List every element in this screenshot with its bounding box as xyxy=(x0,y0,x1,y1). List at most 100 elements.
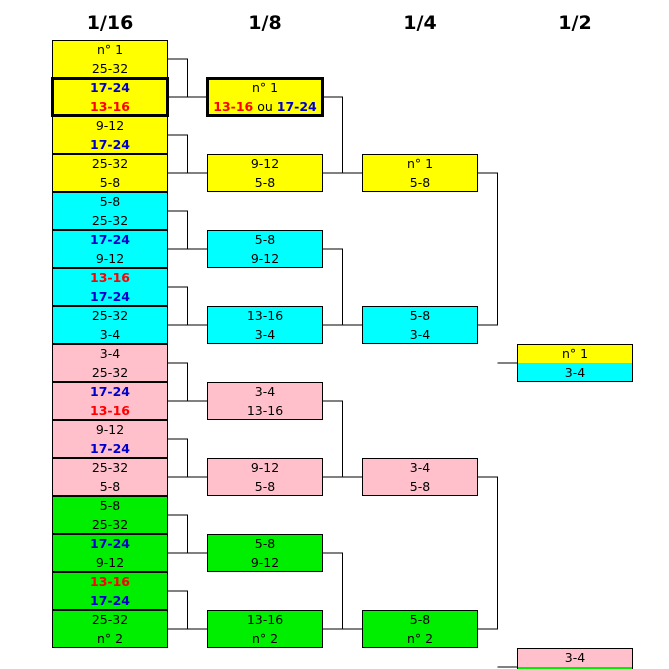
match-border xyxy=(52,344,168,382)
team-label: 9-12 xyxy=(96,118,124,133)
match-border xyxy=(52,382,168,420)
match-slot-bottom xyxy=(52,363,168,382)
team-label-part: 3-4 xyxy=(410,327,430,342)
team-label-part: 5-8 xyxy=(255,175,275,190)
team-label-part: 5-8 xyxy=(410,308,430,323)
match-slot-top xyxy=(207,534,323,553)
match-border xyxy=(517,648,633,669)
match-slot-top xyxy=(52,306,168,325)
team-label-part: 9-12 xyxy=(96,251,124,266)
match-slot-top xyxy=(52,534,168,553)
match-slot-bottom xyxy=(207,401,323,420)
bracket-connector xyxy=(168,210,207,250)
team-label: 5-8 xyxy=(100,498,120,513)
team-label: 5-8 xyxy=(255,175,275,190)
match-border xyxy=(362,306,478,344)
team-label-part: 13-16 xyxy=(247,308,283,323)
team-label: 13-16 xyxy=(90,574,130,589)
team-label-part: 5-8 xyxy=(255,479,275,494)
team-label-part: 5-8 xyxy=(100,479,120,494)
bracket-connector xyxy=(323,552,362,630)
match-1-4-4: 5-8n° 2 xyxy=(362,610,478,648)
match-1-16-1: n° 125-32 xyxy=(52,40,168,78)
team-label: 13-16 xyxy=(247,612,283,627)
match-slot-top xyxy=(52,344,168,363)
team-label: 5-8 xyxy=(255,232,275,247)
bracket-connector xyxy=(168,134,207,174)
match-1-4-1: n° 15-8 xyxy=(362,154,478,192)
match-slot-bottom xyxy=(207,97,323,116)
match-slot-top xyxy=(52,40,168,59)
match-slot-top xyxy=(52,458,168,477)
match-1-4-2: 5-83-4 xyxy=(362,306,478,344)
team-label: 5-8 xyxy=(100,479,120,494)
match-slot-bottom xyxy=(52,591,168,610)
match-slot-bottom xyxy=(207,477,323,496)
match-border xyxy=(207,534,323,572)
team-label: 9-12 xyxy=(251,156,279,171)
team-label: 25-32 xyxy=(92,612,128,627)
team-label-part: 25-32 xyxy=(92,365,128,380)
team-label-part: ou xyxy=(253,99,277,114)
match-1-8-4: 13-163-4 xyxy=(207,306,323,344)
match-border xyxy=(52,116,168,154)
match-border xyxy=(52,306,168,344)
team-label: 17-24 xyxy=(90,593,130,608)
team-label: 17-24 xyxy=(90,289,130,304)
team-label-part: 13-16 xyxy=(247,403,283,418)
team-label: 25-32 xyxy=(92,517,128,532)
team-label-part: 13-16 xyxy=(213,99,253,114)
match-slot-top xyxy=(207,610,323,629)
team-label: 13-16 xyxy=(90,99,130,114)
match-slot-top xyxy=(207,154,323,173)
match-border xyxy=(207,458,323,496)
match-slot-top xyxy=(362,306,478,325)
match-slot-bottom xyxy=(207,629,323,648)
match-slot-bottom xyxy=(517,363,633,382)
team-label: 5-8 xyxy=(410,479,430,494)
team-label-part: 25-32 xyxy=(92,156,128,171)
match-slot-bottom xyxy=(517,667,633,669)
bracket-connector xyxy=(168,590,207,630)
bracket-connector xyxy=(168,58,207,98)
team-label-part: 13-16 xyxy=(90,574,130,589)
match-border xyxy=(52,534,168,572)
team-label: 9-12 xyxy=(96,422,124,437)
team-label-part: 9-12 xyxy=(96,555,124,570)
round-header-1-4: 1/4 xyxy=(403,12,436,34)
team-label-part: n° 1 xyxy=(252,80,278,95)
match-1-16-7: 13-16 17-24 xyxy=(52,268,168,306)
team-label: 25-32 xyxy=(92,365,128,380)
match-slot-bottom xyxy=(52,325,168,344)
team-label-part: 5-8 xyxy=(100,175,120,190)
team-label: 3-4 xyxy=(100,327,120,342)
match-1-16-9: 3-425-32 xyxy=(52,344,168,382)
team-label-part: 5-8 xyxy=(410,612,430,627)
bracket-connector xyxy=(323,96,362,174)
team-label: 13-16 xyxy=(90,270,130,285)
match-slot-top xyxy=(517,648,633,667)
team-label-part: 25-32 xyxy=(92,517,128,532)
match-1-16-8: 25-323-4 xyxy=(52,306,168,344)
team-label: 25-32 xyxy=(92,213,128,228)
team-label: 3-4 xyxy=(565,650,585,665)
team-label-part: n° 2 xyxy=(252,631,278,646)
team-label-part: 5-8 xyxy=(100,194,120,209)
match-slot-bottom xyxy=(52,173,168,192)
team-label-part: 25-32 xyxy=(92,213,128,228)
match-slot-top xyxy=(362,154,478,173)
match-border xyxy=(52,420,168,458)
bracket-connectors xyxy=(168,58,517,668)
match-1-16-15: 13-16 17-24 xyxy=(52,572,168,610)
team-label: 13-16 xyxy=(247,308,283,323)
team-label-part: n° 2 xyxy=(97,631,123,646)
team-label: 5-8 xyxy=(410,175,430,190)
match-1-16-12: 25-325-8 xyxy=(52,458,168,496)
match-highlight-frame xyxy=(206,77,324,117)
match-border xyxy=(362,610,478,648)
match-border xyxy=(52,458,168,496)
match-1-16-6: 17-249-12 xyxy=(52,230,168,268)
match-border xyxy=(207,610,323,648)
